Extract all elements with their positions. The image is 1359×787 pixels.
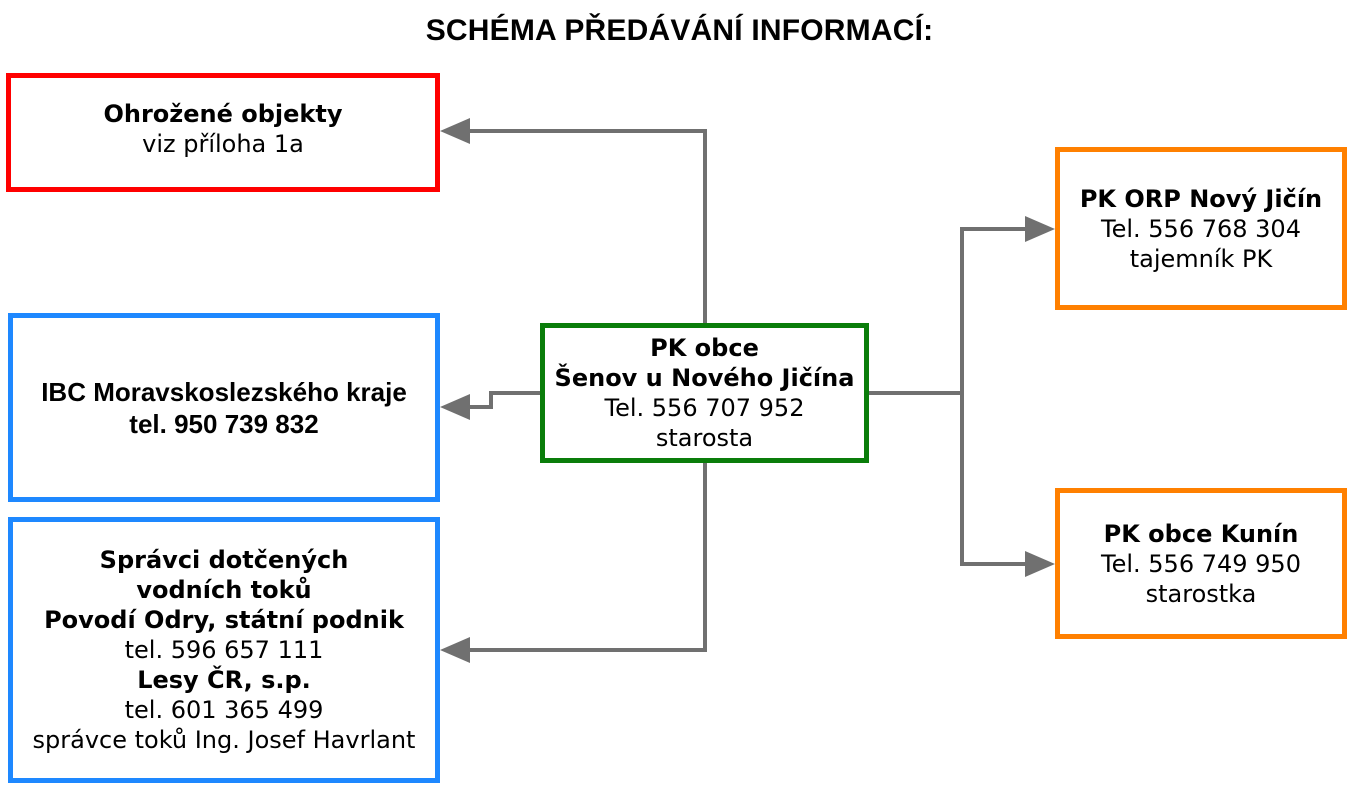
center-commission-box: PK obce Šenov u Nového Jičína Tel. 556 7… bbox=[540, 323, 869, 463]
diagram-title: SCHÉMA PŘEDÁVÁNÍ INFORMACÍ: bbox=[425, 14, 934, 47]
kunin-role: starostka bbox=[1145, 579, 1257, 608]
threatened-objects-box: Ohrožené objekty viz příloha 1a bbox=[6, 73, 440, 192]
water-managers-line1: Správci dotčených bbox=[99, 546, 349, 574]
center-line1: PK obce bbox=[650, 334, 759, 362]
orp-phone: Tel. 556 768 304 bbox=[1101, 214, 1301, 243]
threatened-objects-label: Ohrožené objekty bbox=[103, 99, 343, 128]
arrowhead-water bbox=[440, 637, 470, 663]
orp-role: tajemník PK bbox=[1129, 244, 1273, 273]
center-line2: Šenov u Nového Jičína bbox=[554, 364, 855, 392]
arrowhead-ibc bbox=[440, 394, 470, 420]
water-org2-manager: správce toků Ing. Josef Havrlant bbox=[32, 726, 416, 754]
connector-to-ibc bbox=[468, 391, 540, 409]
water-managers-box: Správci dotčených vodních toků Povodí Od… bbox=[8, 517, 440, 783]
center-phone: Tel. 556 707 952 bbox=[604, 394, 805, 422]
connector-to-kunin bbox=[960, 393, 1027, 566]
ibc-box: IBC Moravskoslezského kraje tel. 950 739… bbox=[8, 313, 440, 502]
water-managers-line2: vodních toků bbox=[136, 576, 312, 604]
ibc-phone: tel. 950 739 832 bbox=[129, 408, 319, 439]
connector-to-water bbox=[468, 463, 707, 652]
ibc-name: IBC Moravskoslezského kraje bbox=[41, 376, 407, 407]
kunin-box: PK obce Kunín Tel. 556 749 950 starostka bbox=[1055, 488, 1347, 639]
orp-name: PK ORP Nový Jičín bbox=[1079, 184, 1323, 213]
water-org1-phone: tel. 596 657 111 bbox=[124, 636, 324, 664]
kunin-name: PK obce Kunín bbox=[1103, 519, 1299, 548]
center-role: starosta bbox=[655, 424, 754, 452]
kunin-phone: Tel. 556 749 950 bbox=[1101, 549, 1301, 578]
connector-to-threatened bbox=[468, 129, 707, 323]
arrowhead-kunin bbox=[1025, 551, 1055, 577]
water-org2-phone: tel. 601 365 499 bbox=[124, 696, 324, 724]
water-org2-name: Lesy ČR, s.p. bbox=[137, 666, 311, 694]
orp-box: PK ORP Nový Jičín Tel. 556 768 304 tajem… bbox=[1055, 147, 1347, 310]
connector-to-orp bbox=[869, 227, 1027, 395]
water-org1-name: Povodí Odry, státní podnik bbox=[44, 606, 404, 634]
arrowhead-threatened bbox=[440, 118, 470, 144]
arrowhead-orp bbox=[1025, 216, 1055, 242]
threatened-objects-note: viz příloha 1a bbox=[142, 129, 304, 158]
